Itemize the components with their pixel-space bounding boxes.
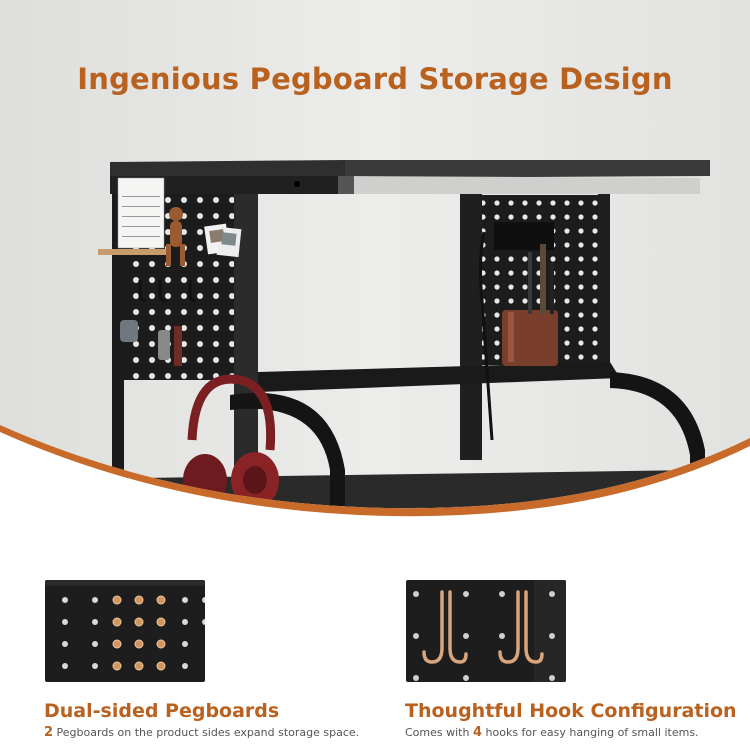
pen-cup [502, 244, 558, 366]
feature-desc-hooks-suffix: hooks for easy hanging of small items. [482, 726, 699, 739]
pegboard-image [45, 580, 205, 682]
left-curved-support [230, 392, 345, 520]
hook-image [406, 580, 566, 682]
desktop-left [110, 160, 345, 178]
feature-desc-hooks-prefix: Comes with [405, 726, 473, 739]
feature-title-hooks: Thoughtful Hook Configuration [405, 700, 737, 722]
keychains [120, 320, 182, 366]
feature-desc-hooks: Comes with 4 hooks for easy hanging of s… [405, 725, 699, 740]
photo-cards [204, 223, 242, 258]
page-title: Ingenious Pegboard Storage Design [77, 62, 673, 96]
desk-illustration [0, 0, 750, 560]
desktop-top [345, 160, 710, 178]
hook-icon [406, 580, 566, 682]
monkey-figurine [166, 207, 185, 266]
wood-ledge [98, 249, 168, 255]
white-wave-band [0, 425, 750, 560]
left-hooks [138, 280, 197, 303]
middle-shelf [258, 362, 620, 392]
feature-desc-pegboards: 2 Pegboards on the product sides expand … [44, 725, 359, 740]
cable [478, 231, 494, 441]
left-front-leg [234, 185, 258, 475]
pegboard-icon [45, 580, 205, 682]
feature-desc-pegboards-text: Pegboards on the product sides expand st… [53, 726, 360, 739]
right-leg [460, 190, 482, 460]
calendar [117, 177, 165, 249]
feature-title-pegboards: Dual-sided Pegboards [44, 700, 280, 722]
hero-section: Ingenious Pegboard Storage Design [0, 0, 750, 560]
pegboard-count: 2 [44, 725, 54, 740]
hook-count: 4 [472, 725, 483, 740]
